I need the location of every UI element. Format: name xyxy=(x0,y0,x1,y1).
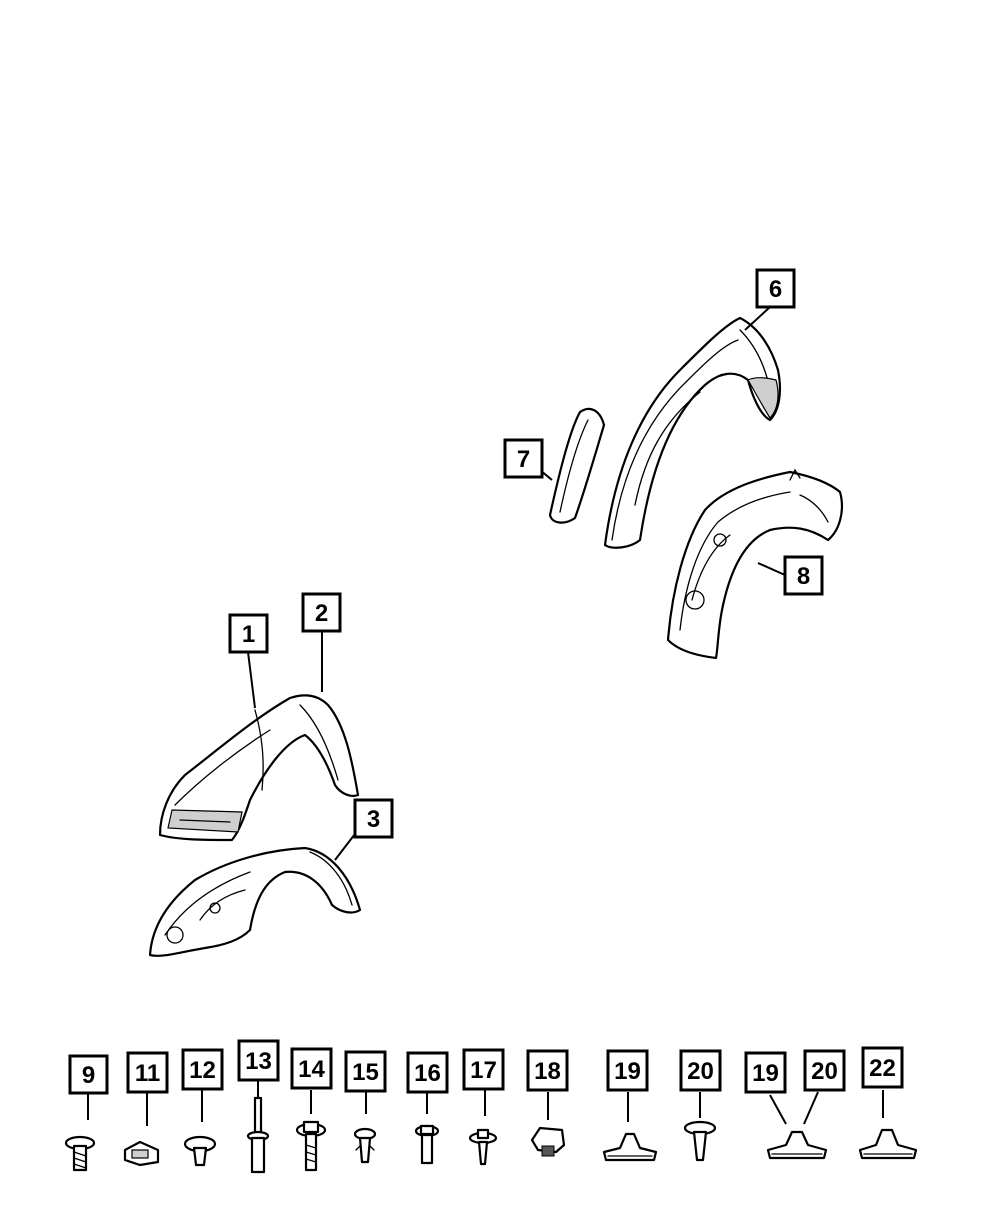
flare-trim-molding[interactable] xyxy=(548,407,606,524)
callout-label: 9 xyxy=(82,1062,95,1089)
callout-label: 22 xyxy=(869,1055,896,1082)
fender-flare-rear[interactable] xyxy=(603,316,781,549)
fastener-9-bolt[interactable] xyxy=(64,1135,96,1172)
callout-label: 14 xyxy=(298,1056,325,1083)
fastener-20-screw[interactable] xyxy=(683,1120,717,1162)
fender-flare-front[interactable] xyxy=(158,694,360,842)
callout-8[interactable]: 8 xyxy=(783,555,824,596)
callout-13[interactable]: 13 xyxy=(237,1039,280,1082)
callout-14[interactable]: 14 xyxy=(290,1047,333,1090)
fastener-16-bolt[interactable] xyxy=(414,1124,440,1165)
callout-label: 1 xyxy=(242,621,255,648)
wheelhouse-liner-front[interactable] xyxy=(148,846,362,957)
callout-22[interactable]: 22 xyxy=(861,1046,904,1089)
callout-label: 2 xyxy=(315,600,328,627)
callout-label: 11 xyxy=(135,1060,160,1087)
callout-label: 18 xyxy=(534,1058,561,1085)
callout-16[interactable]: 16 xyxy=(406,1051,449,1094)
callout-17[interactable]: 17 xyxy=(462,1048,505,1091)
wheelhouse-liner-rear[interactable] xyxy=(666,468,844,660)
leader-1 xyxy=(247,651,256,709)
callout-label: 19 xyxy=(752,1060,779,1087)
callout-label: 20 xyxy=(687,1058,714,1085)
callout-6[interactable]: 6 xyxy=(755,268,796,309)
fastener-17-screw[interactable] xyxy=(468,1128,498,1166)
fastener-22-retainer[interactable] xyxy=(858,1128,918,1160)
callout-3[interactable]: 3 xyxy=(353,798,394,839)
callout-label: 13 xyxy=(245,1048,272,1075)
callout-label: 16 xyxy=(414,1060,441,1087)
callout-label: 3 xyxy=(367,806,380,833)
callout-label: 12 xyxy=(189,1057,216,1084)
callout-label: 6 xyxy=(769,276,782,303)
callout-19b[interactable]: 19 xyxy=(744,1051,787,1094)
callout-label: 19 xyxy=(614,1058,641,1085)
fastener-19-20-assembly[interactable] xyxy=(766,1130,828,1160)
callout-9[interactable]: 9 xyxy=(68,1054,109,1095)
leader-8 xyxy=(757,562,786,576)
fastener-12-push-pin[interactable] xyxy=(183,1135,217,1167)
callout-label: 20 xyxy=(811,1058,838,1085)
leader-20b xyxy=(803,1091,819,1125)
fastener-18-clip[interactable] xyxy=(530,1126,566,1157)
callout-11[interactable]: 11 xyxy=(126,1051,169,1094)
fastener-11-clip-nut[interactable] xyxy=(123,1140,160,1167)
leader-19b xyxy=(769,1094,787,1125)
callout-15[interactable]: 15 xyxy=(344,1050,387,1093)
fastener-13-rivet[interactable] xyxy=(246,1096,270,1174)
callout-label: 8 xyxy=(797,563,810,590)
callout-label: 7 xyxy=(517,446,530,473)
callout-18[interactable]: 18 xyxy=(526,1049,569,1092)
leader-6 xyxy=(744,306,771,331)
fastener-19-retainer[interactable] xyxy=(602,1132,658,1162)
callout-2[interactable]: 2 xyxy=(301,592,342,633)
callout-label: 15 xyxy=(352,1059,379,1086)
callout-12[interactable]: 12 xyxy=(181,1048,224,1091)
callout-19a[interactable]: 19 xyxy=(606,1049,649,1092)
fastener-14-bolt[interactable] xyxy=(295,1120,327,1172)
callout-7[interactable]: 7 xyxy=(503,438,544,479)
callout-20a[interactable]: 20 xyxy=(679,1049,722,1092)
callout-label: 17 xyxy=(470,1057,497,1084)
callout-20b[interactable]: 20 xyxy=(803,1049,846,1092)
callout-1[interactable]: 1 xyxy=(228,613,269,654)
fastener-15-push-rivet[interactable] xyxy=(353,1127,377,1164)
